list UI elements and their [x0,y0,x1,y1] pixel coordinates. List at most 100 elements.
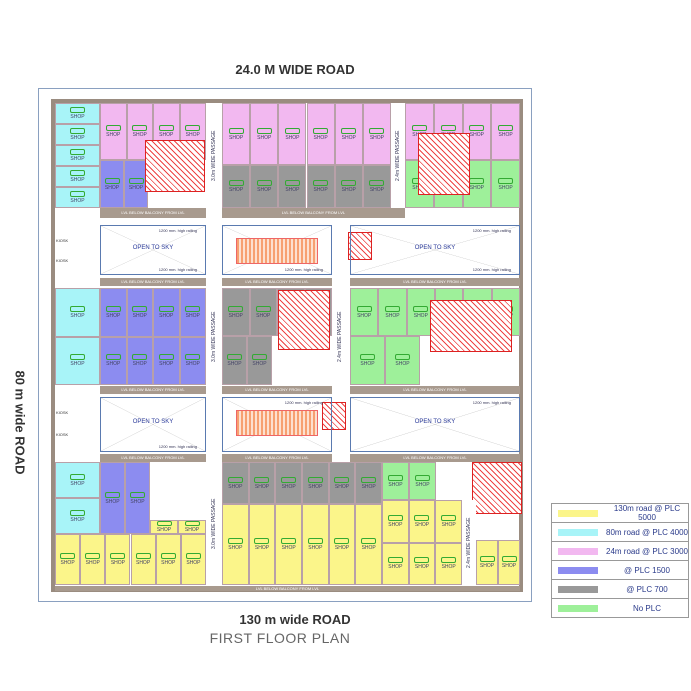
shop-unit: SHOP [498,540,520,585]
door-tag-icon [185,305,201,312]
stair-core [145,140,205,192]
door-tag-icon [415,474,430,481]
shop-unit: SHOP [476,540,498,585]
railing-label: 1200 mm. high railing [284,267,323,272]
shop-unit: SHOP [55,187,100,208]
shop-unit: SHOP [355,462,382,504]
door-tag-icon [479,556,495,562]
legend-swatch [558,509,598,517]
shop-unit: SHOP [378,288,407,336]
balcony-corridor: LVL BELOW BALCONY FROM LVL [100,386,206,394]
door-tag-icon [227,476,243,483]
balcony-corridor: LVL BELOW BALCONY FROM LVL [350,386,520,394]
passage-label: 3.0m WIDE PASSAGE [206,462,222,585]
shop-label: SHOP [414,564,430,571]
door-tag-icon [284,127,300,134]
door-tag-icon [70,170,85,176]
shop-label: SHOP [105,498,120,505]
door-tag-icon [70,107,85,113]
door-tag-icon [440,125,456,131]
passage-label: 2.4m WIDE PASSAGE [391,103,405,208]
balcony-corridor: LVL BELOW BALCONY FROM LVL [55,586,520,591]
shop-label: SHOP [128,184,144,191]
shop-label: SHOP [228,187,244,193]
door-tag-icon [160,553,176,559]
shop-unit: SHOP [302,462,329,504]
shop-unit: SHOP [278,103,307,165]
stair-core [418,133,470,195]
shop-label: SHOP [228,483,243,490]
passage-label: 3.0m WIDE PASSAGE [206,288,222,385]
shop-label: SHOP [106,132,121,138]
bottom-road-label: 130 m wide ROAD [239,612,351,627]
shop-unit: SHOP [491,103,520,160]
shop-label: SHOP [413,312,428,319]
shop-label: SHOP [395,361,410,367]
balcony-corridor: LVL BELOW BALCONY FROM LVL [100,278,206,286]
railing-label: 1200 mm. high railing [158,228,197,233]
door-tag-icon [334,476,350,483]
shop-unit: SHOP [334,103,363,165]
shop-label: SHOP [285,134,300,141]
legend-item: @ PLC 700 [552,580,688,599]
shop-label: SHOP [252,361,267,367]
site-boundary [38,88,532,602]
door-tag-icon [256,180,272,186]
shop-label: SHOP [469,184,484,191]
door-tag-icon [70,149,85,155]
shop-unit: SHOP [55,124,100,145]
door-tag-icon [369,127,385,134]
stair-core [430,300,512,352]
shop-unit: SHOP [328,504,356,585]
shop-label: SHOP [388,481,403,488]
shop-unit: SHOP [247,336,272,385]
door-tag-icon [105,305,121,312]
shop-unit: SHOP [130,534,156,585]
door-tag-icon [313,180,329,186]
shop-label: SHOP [308,483,323,490]
door-tag-icon [184,521,200,526]
shop-unit: SHOP [306,165,335,208]
door-tag-icon [104,177,120,184]
shop-label: SHOP [70,480,85,487]
shop-unit: SHOP [179,288,206,337]
shop-unit: SHOP [153,288,180,337]
shop-unit: SHOP [362,165,391,208]
shop-unit: SHOP [150,520,178,534]
door-tag-icon [334,538,350,544]
door-tag-icon [252,354,267,360]
legend-label: 130m road @ PLC 5000 [613,504,681,522]
railing-label: 1200 mm. high railing [158,267,197,272]
shop-unit: SHOP [382,462,409,500]
railing-label: 1200 mm. high railing [284,400,323,405]
shop-label: SHOP [159,312,174,319]
door-tag-icon [85,553,101,559]
shop-unit: SHOP [100,103,127,160]
legend-swatch [558,604,598,612]
shop-unit: SHOP [249,288,277,336]
shop-label: SHOP [184,527,200,533]
shop-unit: SHOP [55,103,100,124]
shop-label: SHOP [186,560,201,566]
door-tag-icon [356,305,372,312]
shop-unit: SHOP [362,103,391,165]
passage-label: 2.4m WIDE PASSAGE [462,500,476,585]
shop-label: SHOP [281,545,296,551]
legend-label: 80m road @ PLC 4000 [606,527,688,537]
door-tag-icon [361,476,377,483]
shop-label: SHOP [369,134,384,141]
shop-label: SHOP [70,114,85,120]
shop-label: SHOP [185,361,200,368]
shop-unit: SHOP [155,534,181,585]
shop-unit: SHOP [55,145,100,166]
open-to-sky-label: OPEN TO SKY [414,419,456,426]
escalator [236,238,318,264]
passage-label: 3.0m WIDE PASSAGE [206,103,222,208]
shop-unit: SHOP [385,336,420,385]
shop-label: SHOP [334,545,350,551]
balcony-corridor: LVL BELOW BALCONY FROM LVL [222,386,332,394]
door-tag-icon [132,125,148,131]
